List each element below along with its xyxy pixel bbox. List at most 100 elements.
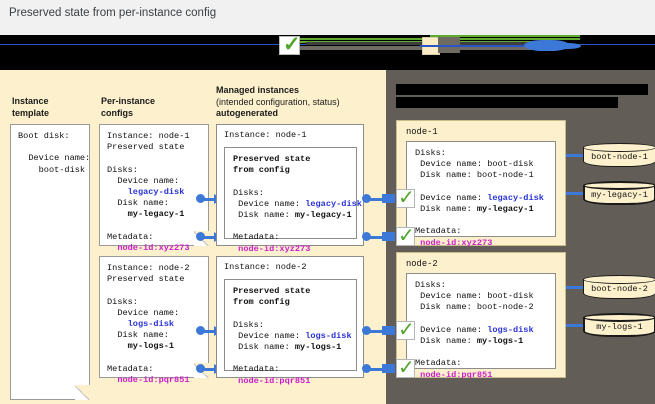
mi1-devlabel: Device name: bbox=[233, 198, 306, 209]
green-check-icon: ✓ bbox=[396, 223, 415, 247]
disk-label: my-logs-1 bbox=[596, 322, 643, 332]
check-glyph: ✓ bbox=[398, 317, 415, 341]
connector-dot bbox=[362, 364, 371, 373]
actual-node-inner-node-2: Disks: Device name: boot-disk Disk name:… bbox=[406, 273, 556, 380]
connector-line bbox=[369, 368, 383, 371]
an2-diskvalue: my-logs-1 bbox=[476, 336, 524, 347]
column-heading-per-instance-configs-l2: configs bbox=[101, 107, 134, 118]
an1-disks: Disks: bbox=[415, 148, 446, 158]
mi2-preserved2: from config bbox=[233, 297, 290, 308]
managed-instance-card-node-2: Instance: node-2 Preserved state from co… bbox=[216, 256, 364, 386]
connector-dot bbox=[196, 232, 205, 241]
disk-cylinder-my-legacy-1: my-legacy-1 bbox=[583, 181, 655, 207]
connector-line bbox=[369, 198, 383, 201]
cylinder-body bbox=[583, 279, 655, 299]
page-fold-corner bbox=[75, 385, 90, 400]
connector-dot bbox=[196, 326, 205, 335]
an1-bootdisk: Disk name: boot-node-1 bbox=[415, 170, 534, 181]
green-check-icon: ✓ bbox=[396, 317, 415, 341]
mi2-devvalue: logs-disk bbox=[305, 330, 352, 341]
an2-metalabel: Metadata: bbox=[415, 358, 462, 369]
pic2-disks: Disks: bbox=[107, 296, 138, 307]
it-l2: Device name: bbox=[28, 153, 91, 164]
an2-metavalue: node-id:pqr851 bbox=[420, 369, 493, 380]
connector-line bbox=[203, 198, 216, 201]
connector-dot bbox=[362, 326, 371, 335]
legend-dark-rule bbox=[306, 42, 536, 45]
per-instance-config-text-node-1: Instance: node-1 Preserved state Disks: … bbox=[107, 131, 203, 254]
connector-block bbox=[382, 364, 395, 373]
actual-node-name-node-2: node-2 bbox=[406, 259, 438, 269]
check-glyph: ✓ bbox=[398, 223, 415, 247]
an1-devlabel: Device name: bbox=[415, 192, 488, 203]
connector-line bbox=[566, 192, 584, 195]
connector-dot bbox=[196, 364, 205, 373]
managed-instance-text-node-1: Preserved state from config Disks: Devic… bbox=[233, 154, 362, 255]
an2-devlabel: Device name: bbox=[415, 324, 488, 335]
cylinder-top bbox=[583, 275, 655, 284]
connector-line bbox=[203, 368, 216, 371]
legend-band: ✓ bbox=[0, 30, 655, 70]
mi2-disklabel: Disk name: bbox=[233, 342, 295, 353]
pic2-instance: Instance: node-2 bbox=[107, 263, 190, 273]
instance-template-text: Boot disk: Device name: boot-disk bbox=[18, 131, 90, 176]
disk-label: boot-node-1 bbox=[591, 152, 648, 162]
an1-disklabel: Disk name: bbox=[415, 204, 477, 215]
managed-instance-title-node-1: Instance: node-1 bbox=[224, 130, 307, 140]
it-l1: Boot disk: bbox=[18, 131, 70, 141]
an2-bootdisk: Disk name: boot-node-2 bbox=[415, 302, 534, 313]
actual-node-text-node-1: Disks: Device name: boot-disk Disk name:… bbox=[415, 148, 551, 249]
connector-line bbox=[566, 324, 584, 327]
connector-block bbox=[382, 194, 395, 203]
mi1-preserved1: Preserved state bbox=[233, 154, 311, 164]
managed-instance-title-node-2: Instance: node-2 bbox=[224, 262, 307, 272]
mi1-metalabel: Metadata: bbox=[233, 232, 280, 243]
mi1-disklabel: Disk name: bbox=[233, 210, 295, 221]
an2-disklabel: Disk name: bbox=[415, 336, 477, 347]
redacted-heading-line-2 bbox=[396, 97, 618, 108]
disk-cylinder-my-logs-1: my-logs-1 bbox=[583, 313, 655, 339]
actual-node-box-node-2: node-2 Disks: Device name: boot-disk Dis… bbox=[396, 252, 566, 380]
column-heading-instance-template-l2: template bbox=[12, 107, 50, 118]
pic1-disklabel: Disk name: bbox=[107, 198, 169, 209]
column-heading-managed-l2: (intended configuration, status) bbox=[216, 96, 340, 107]
actual-node-text-node-2: Disks: Device name: boot-disk Disk name:… bbox=[415, 280, 551, 381]
column-heading-instance-template: Instance template bbox=[12, 96, 49, 119]
legend-blue-rule-2 bbox=[420, 45, 580, 47]
an1-bootdev: Device name: boot-disk bbox=[415, 159, 534, 170]
cylinder-top bbox=[583, 143, 655, 152]
page-title: Preserved state from per-instance config bbox=[9, 7, 217, 19]
mi2-devlabel: Device name: bbox=[233, 330, 306, 341]
mi1-diskvalue: my-legacy-1 bbox=[294, 210, 352, 221]
instance-template-card: Boot disk: Device name: boot-disk bbox=[10, 124, 90, 400]
column-heading-managed-instances: Managed instances (intended configuratio… bbox=[216, 85, 340, 120]
connector-block bbox=[382, 326, 395, 335]
redacted-heading-line-1 bbox=[396, 84, 648, 95]
pic2-devlabel: Device name: bbox=[107, 307, 180, 318]
mi1-preserved2: from config bbox=[233, 165, 290, 176]
pic1-devlabel: Device name: bbox=[107, 175, 180, 186]
green-check-icon: ✓ bbox=[283, 33, 301, 56]
legend-band-top-edge bbox=[0, 30, 655, 35]
connector-line bbox=[369, 236, 383, 239]
managed-instance-text-node-2: Preserved state from config Disks: Devic… bbox=[233, 286, 352, 387]
page-title-bar: Preserved state from per-instance config bbox=[0, 0, 655, 30]
per-instance-config-card-node-2: Instance: node-2 Preserved state Disks: … bbox=[99, 256, 209, 385]
pic1-preserved: Preserved state bbox=[107, 142, 185, 153]
pic1-instance: Instance: node-1 bbox=[107, 131, 190, 141]
disk-cylinder-boot-node-2: boot-node-2 bbox=[583, 275, 655, 301]
mi2-metavalue: node-id:pqr851 bbox=[238, 375, 311, 386]
check-glyph: ✓ bbox=[398, 185, 415, 209]
connector-line bbox=[369, 330, 383, 333]
column-heading-managed-l1: Managed instances bbox=[216, 85, 300, 95]
pic1-metavalue: node-id:xyz273 bbox=[117, 243, 190, 254]
column-heading-per-instance-configs-l1: Per-instance bbox=[101, 96, 156, 106]
an1-metavalue: node-id:xyz273 bbox=[420, 237, 493, 248]
pic2-disklabel: Disk name: bbox=[107, 330, 169, 341]
disk-label: boot-node-2 bbox=[591, 284, 648, 294]
column-heading-per-instance-configs: Per-instance configs bbox=[101, 96, 155, 119]
pic2-metavalue: node-id:pqr851 bbox=[117, 375, 190, 386]
pic2-metalabel: Metadata: bbox=[107, 363, 154, 374]
an2-disks: Disks: bbox=[415, 280, 446, 290]
it-l3: boot-disk bbox=[38, 164, 86, 175]
